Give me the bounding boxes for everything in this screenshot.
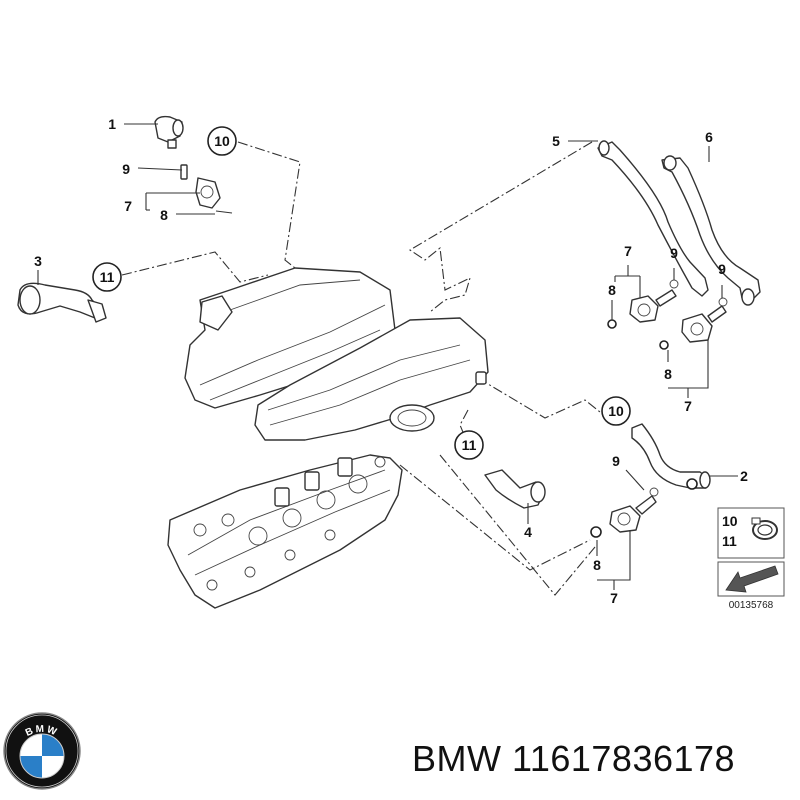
callout-leaders bbox=[37, 123, 738, 590]
svg-text:10: 10 bbox=[722, 513, 738, 529]
part-number: 11617836178 bbox=[512, 738, 736, 779]
callout-11-center: 11 bbox=[454, 430, 484, 460]
brand-name: BMW bbox=[412, 738, 502, 779]
sensor-assembly-top-left bbox=[180, 164, 233, 214]
part-3-hose bbox=[17, 282, 107, 323]
callout-9-upper-right-b: 9 bbox=[718, 261, 726, 277]
valve-cover bbox=[167, 454, 403, 609]
part-5-pipe bbox=[597, 140, 709, 297]
svg-text:BMW: BMW bbox=[24, 724, 60, 739]
callout-7-right: 7 bbox=[684, 398, 692, 414]
svg-text:10: 10 bbox=[214, 133, 230, 149]
callout-8-upper-right: 8 bbox=[608, 282, 616, 298]
callout-3: 3 bbox=[34, 253, 42, 269]
callout-11-left: 11 bbox=[92, 262, 122, 292]
intake-manifold bbox=[184, 267, 489, 441]
bmw-logo: BMW bbox=[3, 712, 81, 790]
svg-text:11: 11 bbox=[462, 437, 477, 453]
clamp-legend: 10 11 00135768 bbox=[717, 507, 785, 611]
callout-9-top-left: 9 bbox=[122, 161, 130, 177]
part-1-elbow-hose bbox=[154, 115, 184, 149]
callout-8-top-left: 8 bbox=[160, 207, 168, 223]
callout-5: 5 bbox=[552, 133, 560, 149]
callout-6: 6 bbox=[705, 129, 713, 145]
callout-9-lower: 9 bbox=[612, 453, 620, 469]
callout-7-upper-right: 7 bbox=[624, 243, 632, 259]
part-4-hose bbox=[484, 469, 546, 509]
callout-7-lower: 7 bbox=[610, 590, 618, 606]
svg-text:11: 11 bbox=[722, 533, 737, 549]
sensor-lower bbox=[590, 487, 659, 538]
arrow-icon bbox=[725, 565, 779, 593]
callout-4: 4 bbox=[524, 524, 532, 540]
callout-1: 1 bbox=[108, 116, 116, 132]
callout-10-top: 10 bbox=[207, 126, 237, 156]
callout-2: 2 bbox=[740, 468, 748, 484]
part-caption: BMW 11617836178 bbox=[412, 738, 735, 780]
callout-10-right: 10 bbox=[601, 396, 631, 426]
callout-8-right: 8 bbox=[664, 366, 672, 382]
clamp-icon bbox=[751, 517, 778, 540]
callout-7-top-left: 7 bbox=[124, 198, 132, 214]
part-6-pipe bbox=[661, 155, 761, 306]
callout-9-upper-right-a: 9 bbox=[670, 245, 678, 261]
svg-text:00135768: 00135768 bbox=[729, 600, 774, 611]
sensor-upper-right-b bbox=[659, 297, 728, 350]
svg-text:11: 11 bbox=[100, 269, 115, 285]
sensor-upper-right-a bbox=[607, 279, 679, 329]
callout-8-lower: 8 bbox=[593, 557, 601, 573]
leader-lines bbox=[121, 141, 601, 596]
part-2-pipe bbox=[631, 423, 711, 490]
svg-text:10: 10 bbox=[608, 403, 624, 419]
